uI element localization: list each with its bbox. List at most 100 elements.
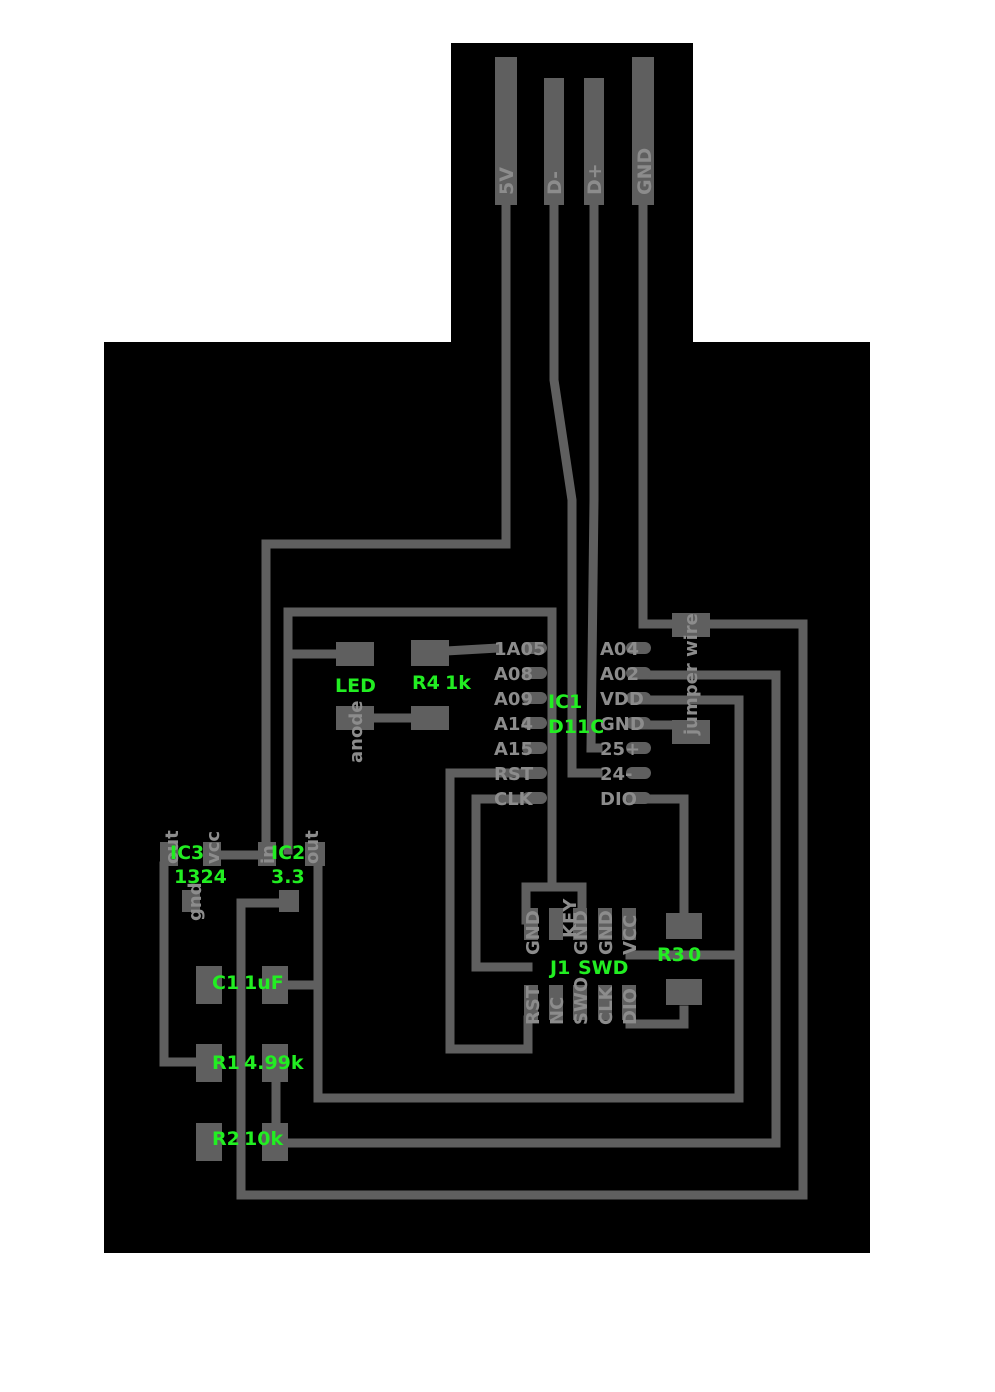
ic1-pin-label: A02 — [600, 664, 639, 685]
j1-pin-label: KEY — [560, 898, 581, 938]
j1-pin-pad — [598, 908, 612, 940]
ic1-pin-label: 24- — [600, 764, 633, 785]
r4-value: 1k — [445, 672, 471, 694]
ic1-pin-label: 25+ — [600, 739, 640, 760]
led-pad-anode — [336, 706, 374, 730]
r4-pad-2 — [411, 706, 449, 730]
j1-pin-pad — [622, 985, 636, 1020]
trace-ic2-out-loop — [313, 695, 744, 1103]
j1-value: SWD — [578, 957, 628, 979]
trace-r3-dio — [625, 1005, 689, 1029]
ic1-value: D11C — [548, 716, 604, 738]
trace-gnd-usb — [638, 195, 691, 629]
ic1-pin-label: VDD — [600, 689, 644, 710]
ic2-name: IC2 — [271, 842, 305, 864]
r2-value: 10k — [244, 1128, 283, 1150]
ic2-pin-out: out — [302, 830, 323, 864]
c1-name: C1 — [212, 972, 239, 994]
j1-pin-label: RST — [523, 985, 544, 1025]
c1-pad-1 — [196, 966, 222, 1004]
ic1-pads — [522, 642, 651, 804]
ic1-pin-label: A09 — [494, 689, 533, 710]
j1-pin-pad — [598, 985, 612, 1020]
r1-pad-2 — [262, 1044, 288, 1082]
ic3-pad-vcc — [203, 842, 221, 866]
trace-ic2-top — [283, 607, 557, 892]
ic1-pin-label: 1A05 — [494, 639, 546, 660]
ic3-pad-gnd — [182, 890, 200, 912]
usb-pad-gnd — [632, 57, 654, 205]
ic2-pad-out — [305, 842, 325, 866]
r4-pad-1 — [411, 640, 449, 666]
c1-value: 1uF — [244, 972, 284, 994]
ic1-pin-label: DIO — [600, 789, 637, 810]
j1-pin-pad — [524, 985, 538, 1020]
j1-pin-label: CLK — [596, 985, 617, 1025]
ic3-pin-gnd: gnd — [185, 882, 206, 921]
r1-value: 4.99k — [244, 1052, 304, 1074]
usb-label-gnd: GND — [634, 148, 656, 195]
trace-dio — [635, 794, 689, 925]
j1-pin-pad — [549, 908, 563, 940]
component-pads — [160, 613, 710, 1161]
r3-pad-2 — [666, 979, 702, 1005]
usb-pads — [495, 57, 654, 205]
trace-ic3-out — [159, 861, 205, 1067]
trace-dminus — [549, 195, 603, 778]
r1-pad-1 — [196, 1044, 222, 1082]
ic2-pad-gnd — [279, 890, 299, 912]
led-name: LED — [335, 675, 376, 697]
r2-pad-2 — [262, 1123, 288, 1161]
ic2-pad-in — [258, 842, 276, 866]
r2-name: R2 — [212, 1128, 240, 1150]
trace-dplus — [586, 195, 603, 753]
ic1-pin-label: RST — [494, 764, 534, 785]
j1-pads — [524, 908, 636, 1020]
usb-labels: 5V D- D+ GND — [496, 148, 656, 195]
trace-jumper-out — [236, 619, 808, 1200]
usb-label-5v: 5V — [496, 167, 518, 195]
jumper-pad-2 — [672, 720, 710, 744]
ic3-name: IC3 — [170, 842, 204, 864]
ic2-pin-in: in — [258, 845, 279, 864]
ic1-left-labels: 1A05 A08 A09 A14 A15 RST CLK — [494, 639, 546, 810]
ic1-pin-label: A15 — [494, 739, 533, 760]
j1-pin-label: GND — [523, 910, 544, 955]
ic1-name: IC1 — [548, 691, 582, 713]
trace-clk — [471, 794, 537, 972]
r3-pad-1 — [666, 913, 702, 939]
led-pad-cathode — [336, 642, 374, 666]
ic1-right-labels: A04 A02 VDD GND 25+ 24- DIO — [600, 639, 645, 810]
j1-pin-label: VCC — [620, 915, 641, 955]
j1-pin-pad — [549, 985, 563, 1020]
usb-label-dminus: D- — [544, 171, 566, 195]
j1-top-labels: GND KEY GND GND VCC — [523, 898, 641, 955]
jumper-pad-1 — [672, 613, 710, 637]
ic3-value: 1324 — [174, 866, 227, 888]
jumper-label: jumper wire — [681, 613, 702, 736]
j1-pin-pad — [524, 908, 538, 940]
ic3-pin-out: out — [162, 830, 183, 864]
j1-pin-label: GND — [596, 910, 617, 955]
j1-pin-pad — [622, 908, 636, 940]
led-anode-label: anode — [346, 701, 367, 763]
ic1-pin-label: A08 — [494, 664, 533, 685]
ic1-pin-label: A04 — [600, 639, 639, 660]
trace-j1-key — [521, 882, 587, 925]
j1-name: J1 — [548, 957, 570, 979]
j1-pin-label: NC — [547, 997, 568, 1025]
trace-r4 — [441, 643, 503, 656]
ic2-value: 3.3 — [271, 866, 305, 888]
ic1-pin-label: CLK — [494, 789, 534, 810]
usb-label-dplus: D+ — [584, 163, 606, 195]
r3-value: 0 — [688, 944, 701, 966]
j1-pin-pad — [573, 908, 587, 940]
trace-5v — [261, 195, 511, 855]
ic1-pin-label: GND — [600, 714, 645, 735]
c1-pad-2 — [262, 966, 288, 1004]
trace-rst — [445, 768, 537, 1054]
usb-pad-dminus — [544, 78, 564, 205]
r1-name: R1 — [212, 1052, 240, 1074]
j1-pin-label: GND — [571, 910, 592, 955]
trace-r2-a02 — [271, 670, 781, 1148]
